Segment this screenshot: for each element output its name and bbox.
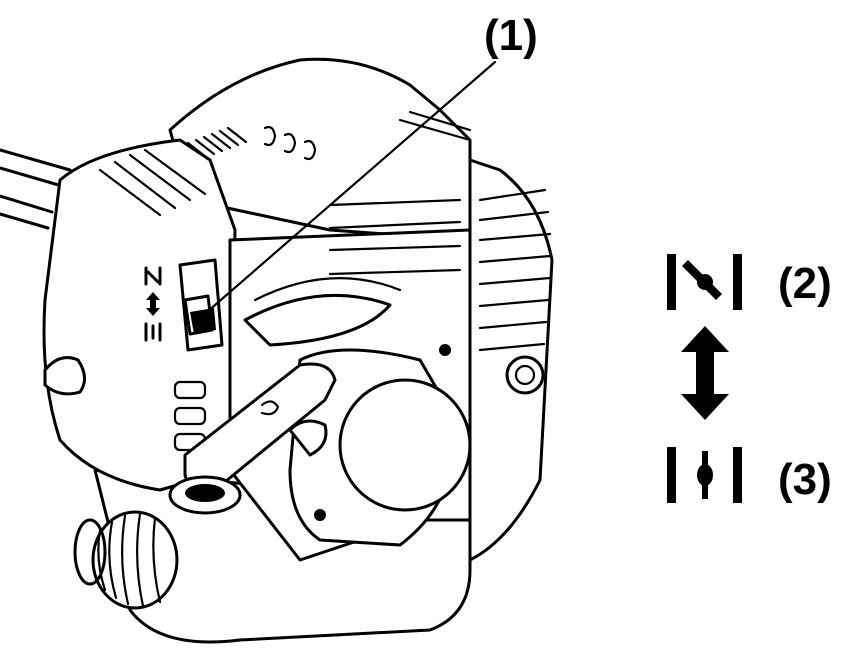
front-window xyxy=(243,277,402,347)
choke-lever xyxy=(178,258,224,352)
double-arrow-icon xyxy=(681,326,729,420)
side-slots xyxy=(43,356,207,452)
engine-body xyxy=(42,57,554,644)
cooling-fins xyxy=(328,110,552,395)
callout-3-label: (3) xyxy=(778,455,832,504)
fuel-cap xyxy=(73,510,179,610)
choke-closed-symbol xyxy=(667,254,742,310)
fuel-tube xyxy=(168,362,337,515)
callout-2-label: (2) xyxy=(778,259,832,308)
callout-1-label: (1) xyxy=(484,11,538,60)
choke-indicator-marks xyxy=(144,266,162,342)
callout-1-leader xyxy=(198,60,497,320)
cover-vents xyxy=(98,125,317,217)
choke-open-symbol xyxy=(667,447,742,503)
handle-tube xyxy=(0,148,72,230)
starter-cover xyxy=(288,344,472,547)
